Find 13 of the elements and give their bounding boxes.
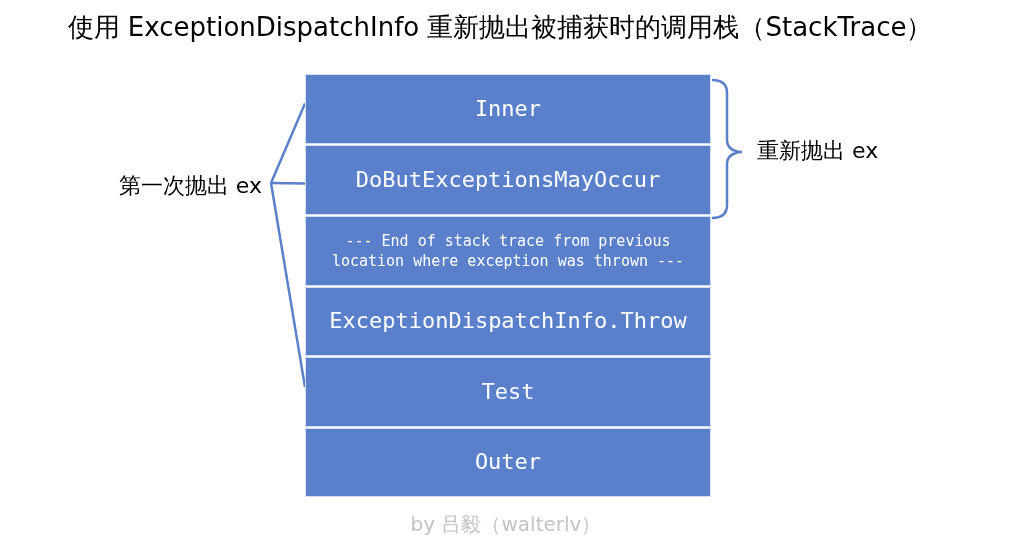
stack-frame-box: Outer xyxy=(305,428,711,497)
stack-frame-box: Inner xyxy=(305,74,711,144)
callout-text: 第一次抛出 ex xyxy=(118,173,262,200)
brace-label: 重新抛出 ex xyxy=(757,138,879,165)
credit-text: by 吕毅（walterlv） xyxy=(410,512,602,536)
leader-line xyxy=(269,182,307,388)
stack-frame-box: DoButExceptionsMayOccur xyxy=(305,145,711,215)
leader-line xyxy=(271,181,305,185)
stack-frame-box: Test xyxy=(305,357,711,427)
stack-frame-box: ExceptionDispatchInfo.Throw xyxy=(305,287,711,356)
stack-frame-box: --- End of stack trace from previous location where exception was thrown --- xyxy=(305,216,711,286)
leader-line xyxy=(269,102,307,184)
title: 使用 ExceptionDispatchInfo 重新抛出被捕获时的调用栈（StackTrace） xyxy=(67,12,933,44)
